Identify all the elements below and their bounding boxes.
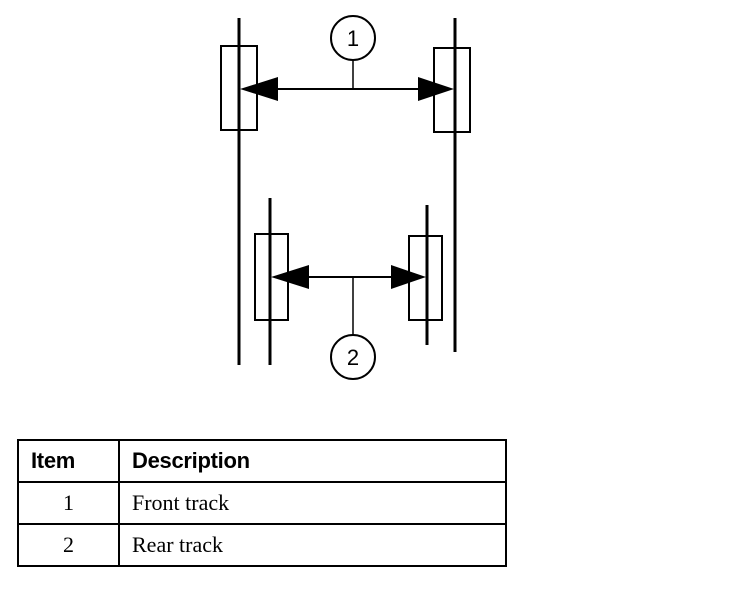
table-row: 2 Rear track [17,523,507,567]
track-width-diagram: 1 2 [220,15,471,380]
legend-item-description: Front track [118,481,507,525]
front-callout-circle [330,15,376,61]
legend-item-description: Rear track [118,523,507,567]
legend-header-item: Item [17,439,120,483]
rear-callout-circle [330,334,376,380]
rear-callout-number: 2 [347,345,359,370]
legend-header-row: Item Description [17,439,507,483]
rear-track-dimension: 2 [271,265,426,380]
front-track-dimension: 1 [240,15,454,101]
legend-table: Item Description 1 Front track 2 Rear tr… [17,439,507,567]
legend-item-number: 1 [17,481,120,525]
rear-track-arrow-right [391,265,426,289]
front-callout-number: 1 [347,26,359,51]
legend-item-number: 2 [17,523,120,567]
legend-header-description: Description [118,439,507,483]
front-track-arrow-left [240,77,278,101]
front-track-arrow-right [418,77,454,101]
table-row: 1 Front track [17,481,507,525]
rear-track-arrow-left [271,265,309,289]
